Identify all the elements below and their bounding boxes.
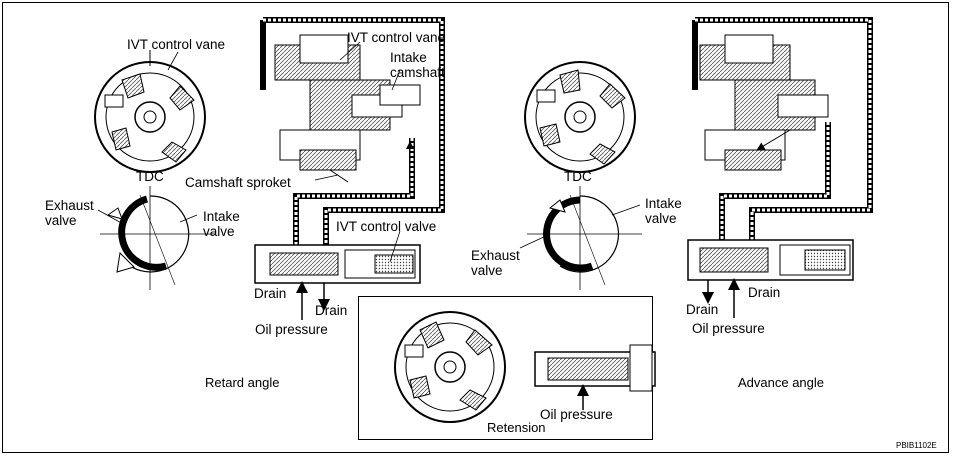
- camshaft-assembly-right: [692, 17, 873, 245]
- caption-retension: Retension: [487, 420, 546, 435]
- label-oil-pressure-left: Oil pressure: [255, 322, 328, 337]
- figure-frame: [2, 2, 949, 453]
- timing-circle-left: [100, 186, 215, 290]
- label-ivt-control-vane-center: IVT control vane: [347, 30, 446, 45]
- timing-circle-right: [527, 186, 642, 290]
- label-tdc-left: TDC: [136, 169, 164, 184]
- label-intake-valve-left: Intake valve: [203, 209, 240, 239]
- label-drain-left-1: Drain: [254, 286, 287, 301]
- ivt-control-valve-left: [254, 244, 421, 320]
- label-ivt-control-valve: IVT control valve: [336, 219, 437, 234]
- label-drain-right-1: Drain: [748, 285, 781, 300]
- label-intake-camshaft: Intake camshaft: [390, 50, 445, 80]
- label-drain-right-2: Drain: [686, 302, 719, 317]
- label-drain-left-2: Drain: [315, 303, 348, 318]
- camshaft-assembly-left: [260, 17, 445, 245]
- label-intake-valve-right: Intake valve: [645, 196, 682, 226]
- ivt-rotor-retension: [394, 311, 506, 423]
- label-oil-pressure-right: Oil pressure: [692, 321, 765, 336]
- label-ivt-control-vane-left: IVT control vane: [127, 37, 226, 52]
- label-exhaust-valve-left: Exhaust valve: [45, 198, 94, 228]
- label-exhaust-valve-right: Exhaust valve: [471, 248, 520, 278]
- control-valve-retension: [534, 344, 656, 410]
- label-camshaft-sproket: Camshaft sproket: [185, 175, 291, 190]
- label-tdc-right: TDC: [564, 169, 592, 184]
- figure-code: PBIB1102E: [896, 441, 937, 450]
- label-oil-pressure-bottom: Oil pressure: [540, 407, 613, 422]
- caption-retard-angle: Retard angle: [205, 375, 280, 390]
- ivt-control-valve-right: [687, 239, 854, 318]
- caption-advance-angle: Advance angle: [738, 375, 825, 390]
- ivt-rotor-left: [94, 50, 206, 173]
- leader-lines: [97, 41, 641, 263]
- ivt-rotor-right: [524, 61, 636, 173]
